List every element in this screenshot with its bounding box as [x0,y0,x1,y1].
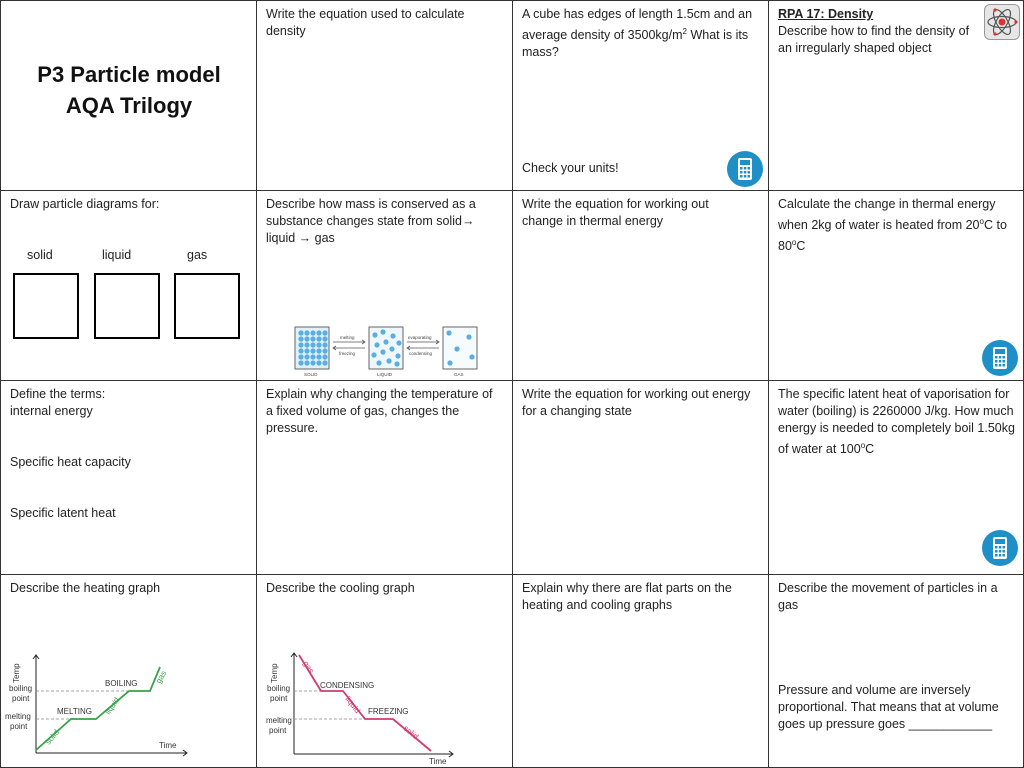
heating-curve [35,666,161,751]
cell-particle-movement: Describe the movement of particles in a … [768,574,1024,768]
liquid-caption: LIQUID [377,372,393,377]
cooling-graph-prompt: Describe the cooling graph [266,581,415,595]
cell-thermal-energy-equation: Write the equation for working out chang… [512,190,769,381]
heating-temp-label: Temp [12,663,21,683]
specific-latent-heat-term: Specific latent heat [10,506,116,520]
heating-boiling-point-label-1: boiling [9,684,32,693]
cooling-time-label: Time [429,757,447,766]
cell-rpa-density: RPA 17: Density Describe how to find the… [768,0,1024,191]
mass-conserved-question: Describe how mass is conserved as a subs… [266,197,476,245]
cell-density-equation: Write the equation used to calculate den… [256,0,513,191]
cell-heating-graph: Describe the heating graph Temp Time boi… [0,574,257,768]
condensing-stage-label: CONDENSING [320,681,374,690]
freezing-stage-label: FREEZING [368,707,408,716]
flat-parts-question: Explain why there are flat parts on the … [522,581,732,612]
cell-define-terms: Define the terms: internal energy Specif… [0,380,257,575]
density-equation-question: Write the equation used to calculate den… [266,7,465,38]
boiling-label: BOILING [105,679,137,688]
pressure-volume-statement: Pressure and volume are inversely propor… [778,683,999,731]
heating-melting-point-label-2: point [10,722,28,731]
solid-beaker [294,326,330,370]
heating-graph-prompt: Describe the heating graph [10,581,161,595]
latent-heat-calc-question: The specific latent heat of vaporisation… [778,387,1015,457]
particle-diagrams-prompt: Draw particle diagrams for: [10,197,160,211]
cell-flat-parts: Explain why there are flat parts on the … [512,574,769,768]
cell-particle-diagrams: Draw particle diagrams for: solid liquid… [0,190,257,381]
liquid-label: liquid [102,248,132,262]
cube-mass-question: A cube has edges of length 1.5cm and an … [522,7,753,60]
solid-drawing-box[interactable] [13,273,79,339]
check-units-note: Check your units! [522,161,619,175]
rpa-density-question: RPA 17: Density Describe how to find the… [778,7,970,55]
heating-boiling-point-label-2: point [12,694,30,703]
cooling-gas-label: gas [301,659,315,675]
cooling-melting-point-label-1: melting [266,716,292,725]
evaporating-label: evaporating [408,335,432,340]
solid-caption: SOLID [304,372,318,377]
cell-cooling-graph: Describe the cooling graph Temp Time boi… [256,574,513,768]
liquid-drawing-box[interactable] [94,273,160,339]
particle-movement-question: Describe the movement of particles in a … [778,581,998,612]
calculator-icon [982,530,1018,566]
gas-label: gas [187,248,208,262]
cooling-boiling-point-label-2: point [270,694,288,703]
condensing-label: condensing [409,351,433,356]
changing-state-equation-question: Write the equation for working out energ… [522,387,751,418]
cooling-temp-label: Temp [270,663,279,683]
cell-thermal-energy-calc: Calculate the change in thermal energy w… [768,190,1024,381]
thermal-energy-calc-question: Calculate the change in thermal energy w… [778,197,1007,254]
specific-heat-capacity-term: Specific heat capacity [10,455,131,469]
cooling-boiling-point-label-1: boiling [267,684,290,693]
gas-drawing-box[interactable] [174,273,240,339]
melting-label: melting [340,335,355,340]
thermal-energy-equation-question: Write the equation for working out chang… [522,197,709,228]
heating-graph: Temp Time boiling point melting point BO… [5,654,188,757]
calculator-icon [727,151,763,187]
atom-icon [984,4,1020,40]
cell-gas-pressure: Explain why changing the temperature of … [256,380,513,575]
heating-melting-point-label-1: melting [5,712,31,721]
liquid-beaker [368,326,404,370]
gas-caption: GAS [454,372,464,377]
cooling-melting-point-label-2: point [269,726,287,735]
cooling-curve [298,654,432,752]
cell-mass-conserved: Describe how mass is conserved as a subs… [256,190,513,381]
solid-label: solid [27,248,53,262]
gas-pressure-question: Explain why changing the temperature of … [266,387,493,435]
cell-latent-heat-calc: The specific latent heat of vaporisation… [768,380,1024,575]
melting-stage-label: MELTING [57,707,92,716]
gas-beaker [442,326,478,370]
cell-changing-state-equation: Write the equation for working out energ… [512,380,769,575]
cooling-graph: Temp Time boiling point melting point CO… [266,652,454,766]
cell-title: P3 Particle model AQA Trilogy [0,0,257,191]
page-title: P3 Particle model AQA Trilogy [37,62,221,118]
cell-cube-mass: A cube has edges of length 1.5cm and an … [512,0,769,191]
states-of-matter-diagram: melting freezing evaporating condensing … [294,326,478,377]
calculator-icon [982,340,1018,376]
heating-gas-label: gas [154,669,168,685]
define-terms-prompt: Define the terms: internal energy [10,387,106,418]
heating-time-label: Time [159,741,177,750]
freezing-label: freezing [339,351,356,356]
